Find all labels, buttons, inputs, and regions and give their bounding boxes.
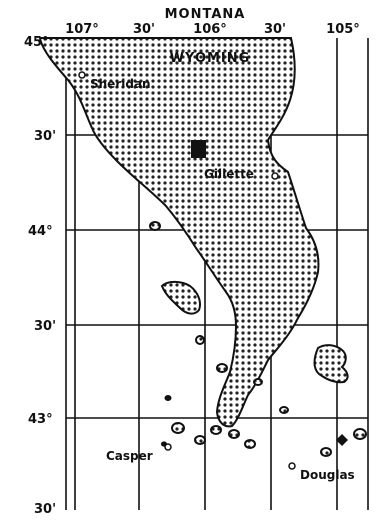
lat-label-44: 44°	[28, 224, 53, 239]
patch-small-7	[194, 435, 206, 445]
lon-label-105-30: 30'	[264, 22, 286, 37]
state-label-wyoming: WYOMING	[170, 51, 251, 66]
gillette-mine-block	[191, 140, 206, 158]
city-label-sheridan: Sheridan	[90, 77, 151, 91]
city-sheridan: Sheridan	[78, 71, 151, 91]
city-label-casper: Casper	[106, 449, 153, 463]
lat-label-42-30: 30'	[34, 502, 56, 517]
patch-west-lobe	[160, 280, 201, 315]
douglas-area-mark	[336, 434, 348, 446]
city-marker-douglas	[288, 462, 296, 470]
lat-label-43: 43°	[28, 412, 53, 427]
city-casper: Casper	[106, 443, 172, 463]
small-black-mark-1	[164, 395, 172, 401]
lon-label-107: 107°	[65, 22, 99, 37]
patch-small-1	[149, 221, 161, 231]
state-label-montana: MONTANA	[165, 7, 246, 22]
patch-small-8	[210, 425, 222, 435]
lon-label-106: 106°	[193, 22, 227, 37]
lon-label-106-30: 30'	[133, 22, 155, 37]
lat-label-43-30: 30'	[34, 319, 56, 334]
city-label-gillette: Gillette	[204, 167, 254, 181]
patch-small-12	[353, 428, 367, 440]
patch-small-11	[320, 447, 332, 457]
city-gillette: Gillette	[204, 167, 279, 181]
latitude-labels: 45° 30' 44° 30' 43° 30'	[24, 35, 56, 517]
patch-small-6	[171, 422, 185, 434]
lat-label-44-30: 30'	[34, 129, 56, 144]
city-label-douglas: Douglas	[300, 468, 355, 482]
patch-east-cluster	[313, 344, 349, 384]
lat-label-45: 45°	[24, 35, 49, 50]
patch-small-2	[195, 335, 205, 345]
city-marker-gillette	[271, 172, 279, 180]
longitude-labels: 107° 30' 106° 30' 105°	[65, 22, 360, 37]
city-marker-sheridan	[78, 71, 86, 79]
patch-small-5	[279, 406, 289, 414]
patch-small-10	[244, 439, 256, 449]
outlier-patches	[149, 221, 367, 457]
city-marker-casper	[164, 443, 172, 451]
lon-label-105: 105°	[326, 22, 360, 37]
basin-area	[38, 37, 320, 428]
patch-small-3	[216, 363, 228, 373]
patch-small-9	[228, 429, 240, 439]
patch-small-4	[253, 378, 263, 386]
city-douglas: Douglas	[288, 462, 355, 482]
